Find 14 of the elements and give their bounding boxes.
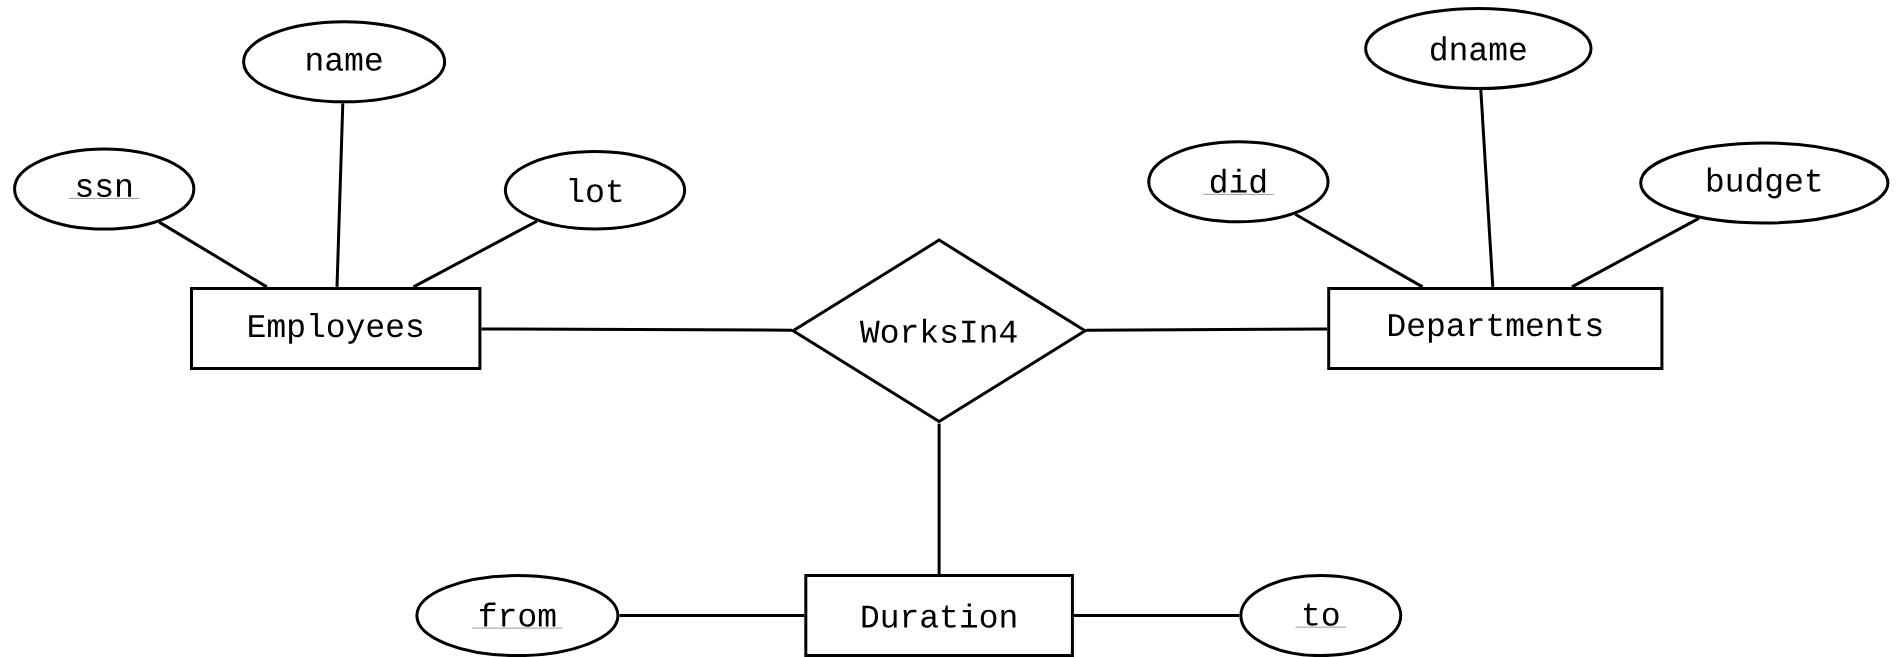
- connector-line: [335, 103, 345, 287]
- connector-line: [481, 327, 792, 332]
- connector-line: [1479, 89, 1495, 287]
- connector-line: [1571, 217, 1700, 289]
- connector-line: [1086, 327, 1328, 332]
- entity-box: Duration: [804, 574, 1074, 657]
- connector-line: [1294, 212, 1424, 289]
- connector-line: [412, 219, 538, 289]
- entity-box: Employees: [190, 286, 482, 370]
- entity-box: Departments: [1327, 286, 1664, 370]
- connector-line: [158, 220, 268, 289]
- connector-line: [1073, 614, 1240, 618]
- connector-line: [937, 423, 941, 575]
- connector-line: [619, 614, 805, 618]
